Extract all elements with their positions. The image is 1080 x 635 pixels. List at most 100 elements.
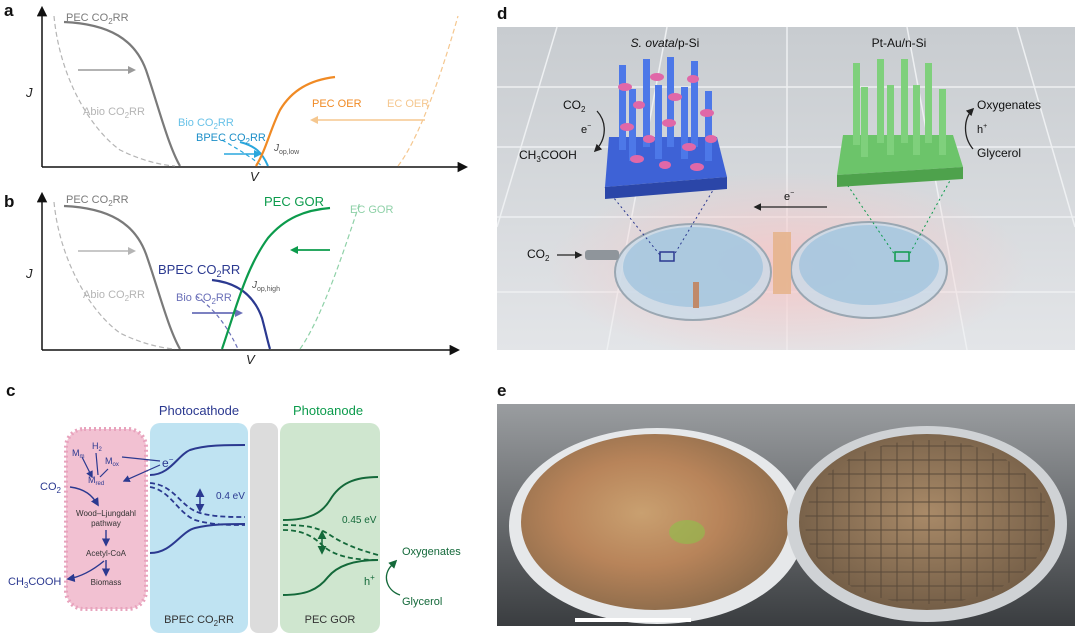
panel-a-label-jop-low: Jop,low bbox=[273, 143, 300, 156]
panel-b-pec-gor-curve bbox=[220, 206, 331, 350]
cathode-gap-label: 0.4 eV bbox=[216, 491, 245, 502]
panel-a-cyan-arrowhead bbox=[254, 150, 262, 158]
panel-b-y-label: J bbox=[25, 266, 33, 281]
acetate-release-arrow bbox=[66, 560, 105, 583]
dish-bridge bbox=[773, 232, 791, 294]
panel-a-label-pec-co2rr: PEC CO2RR bbox=[66, 12, 129, 26]
panel-b-label-bio-co2rr: Bio CO2RR bbox=[176, 292, 232, 306]
panel-a-label-ec-oer: EC OER bbox=[387, 98, 429, 110]
panel-letter-e: e bbox=[497, 381, 507, 400]
right-electrode-marker bbox=[894, 251, 910, 262]
glycerol-oxidation-arrow bbox=[385, 559, 401, 596]
panel-a-label-pec-oer: PEC OER bbox=[312, 98, 362, 110]
anode-conduction-band bbox=[282, 476, 379, 521]
electrode-post bbox=[693, 282, 699, 308]
panel-b-gray-arrowhead bbox=[128, 247, 136, 255]
panel-a-label-bio-co2rr: Bio CO2RR bbox=[178, 117, 234, 131]
panel-letter-a: a bbox=[4, 1, 14, 20]
mox-label: Mox bbox=[105, 456, 119, 468]
acetyl-coa-label: Acetyl-CoA bbox=[86, 549, 127, 558]
co2-label-c: CO2 bbox=[40, 481, 62, 495]
wood-ljungdahl-line1: Wood–Ljungdahl bbox=[76, 509, 136, 518]
ec-oer-curve bbox=[397, 15, 459, 167]
co2-uptake-arrow bbox=[69, 486, 99, 507]
panel-a-orange-arrowhead bbox=[310, 116, 318, 124]
cathode-conduction-band bbox=[149, 444, 246, 476]
p-si-nanowire-array bbox=[605, 57, 727, 199]
panel-a-label-bpec-co2rr: BPEC CO2RR bbox=[196, 132, 266, 146]
electron-label-d-center: e− bbox=[784, 190, 794, 203]
oxygenates-label-c: Oxygenates bbox=[402, 546, 461, 558]
panel-letter-b: b bbox=[4, 192, 15, 211]
photocathode-title: Photocathode bbox=[159, 403, 239, 418]
panel-a-y-label: J bbox=[25, 85, 33, 100]
left-wafer-green-glint bbox=[669, 520, 705, 544]
wood-ljungdahl-line2: pathway bbox=[91, 519, 121, 528]
co2-label-d: CO2 bbox=[563, 98, 586, 114]
projection-lines bbox=[604, 176, 953, 256]
panel-a-label-abio-co2rr: Abio CO2RR bbox=[83, 106, 145, 120]
anode-gap-label: 0.45 eV bbox=[342, 515, 377, 526]
panel-b-x-label: V bbox=[246, 352, 256, 367]
panel-b-ec-gor-curve bbox=[299, 201, 361, 350]
panel-b-label-pec-gor: PEC GOR bbox=[264, 194, 324, 209]
bio-co2rr-curve bbox=[221, 139, 263, 167]
co2-reduction-arrow-d bbox=[593, 110, 605, 153]
ch3cooh-label-d: CH3COOH bbox=[519, 148, 577, 164]
electron-label-c: e− bbox=[162, 455, 174, 470]
cathode-valence-band bbox=[149, 523, 246, 554]
panel-b-violet-arrowhead bbox=[235, 309, 243, 317]
scale-bar bbox=[575, 618, 691, 622]
panel-a-x-label: V bbox=[250, 169, 260, 184]
panel-b-jv-diagram: J V PEC CO2RR Abio CO2RR BPEC CO2RR Bio … bbox=[25, 191, 461, 367]
photoanode-region bbox=[280, 423, 380, 633]
right-wafer-tile-grid bbox=[805, 440, 1049, 604]
panel-b-label-jop-high: Jop,high bbox=[251, 280, 280, 293]
electron-transfer-arrows bbox=[122, 456, 161, 481]
abio-co2rr-curve bbox=[53, 15, 176, 167]
panel-b-bpec-curve bbox=[211, 278, 272, 350]
left-wafer bbox=[521, 434, 789, 610]
hole-label-d: h+ bbox=[977, 123, 987, 136]
h2-label: H2 bbox=[92, 441, 103, 453]
panel-b-green-arrowhead bbox=[290, 246, 298, 254]
panel-d-device-render: S. ovata/p-Si Pt-Au/n-Si CO2 e− CH3COOH … bbox=[497, 27, 1075, 350]
electron-label-d-left: e− bbox=[581, 123, 591, 136]
left-dish-liquid bbox=[623, 227, 763, 307]
panel-b-label-bpec-co2rr: BPEC CO2RR bbox=[158, 262, 240, 279]
mediator-cycle-arrows bbox=[81, 452, 109, 477]
pt-au-label: Pt-Au/n-Si bbox=[872, 36, 927, 50]
glycerol-oxidation-arrow-d bbox=[964, 107, 975, 150]
panel-c-band-diagram: Photocathode Photoanode 0.4 eV 0.45 eV H… bbox=[8, 403, 461, 633]
panel-a-jv-diagram: J V PEC CO2RR Abio CO2RR Bio CO2RR BPEC … bbox=[25, 5, 469, 184]
left-electrode-marker bbox=[659, 251, 675, 262]
panel-letter-c: c bbox=[6, 381, 16, 400]
bpec-co2rr-bottom-label: BPEC CO2RR bbox=[164, 614, 234, 628]
panel-b-abio-curve bbox=[53, 201, 176, 350]
pec-co2rr-curve bbox=[63, 20, 181, 167]
pec-gor-bottom-label: PEC GOR bbox=[305, 614, 356, 626]
panel-e-wafer-photo bbox=[497, 404, 1075, 626]
s-ovata-label: S. ovata/p-Si bbox=[631, 36, 700, 50]
bpec-co2rr-curve-a bbox=[239, 141, 269, 167]
panel-b-label-abio-co2rr: Abio CO2RR bbox=[83, 289, 145, 303]
pec-oer-curve bbox=[255, 75, 336, 167]
panel-b-label-pec-co2rr: PEC CO2RR bbox=[66, 194, 129, 208]
hole-label-c: h+ bbox=[364, 573, 375, 588]
panel-a-gray-arrowhead bbox=[128, 66, 136, 74]
membrane-region bbox=[250, 423, 278, 633]
cathode-quasi-fermi-1 bbox=[149, 482, 246, 518]
right-dish-liquid bbox=[799, 225, 939, 305]
co2-inlet-tube bbox=[585, 250, 619, 260]
panel-b-label-ec-gor: EC GOR bbox=[350, 204, 393, 216]
photoanode-title: Photoanode bbox=[293, 403, 363, 418]
n-si-nanowire-array bbox=[837, 59, 963, 187]
co2-inlet-label: CO2 bbox=[527, 247, 550, 263]
oxygenates-label-d: Oxygenates bbox=[977, 98, 1041, 112]
panel-b-pec-co2rr-curve bbox=[63, 204, 181, 350]
anode-valence-band bbox=[282, 559, 379, 596]
ch3cooh-label-c: CH3COOH bbox=[8, 576, 61, 590]
biomass-label: Biomass bbox=[91, 578, 122, 587]
glycerol-label-c: Glycerol bbox=[402, 596, 442, 608]
anode-quasi-fermi-1 bbox=[282, 524, 379, 556]
